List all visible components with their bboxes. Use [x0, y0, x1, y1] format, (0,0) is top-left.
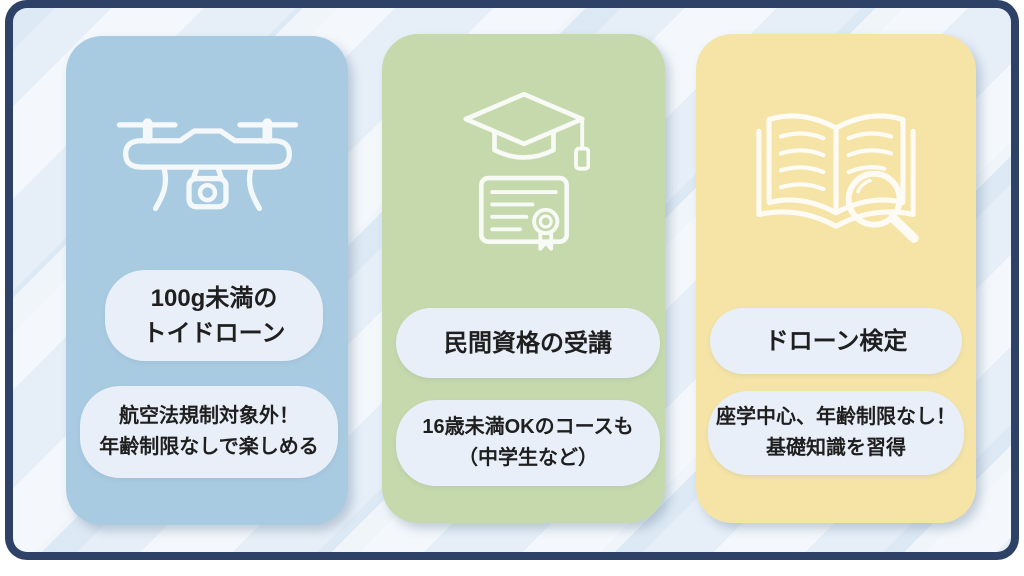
card-title-pill: 民間資格の受講	[396, 308, 660, 378]
card-title: 100g未満の トイドローン	[142, 284, 286, 347]
card-subtitle: 16歳未満OKのコースも （中学生など）	[422, 416, 634, 469]
card-subtitle-pill: 座学中心、年齢制限なし！ 基礎知識を習得	[708, 391, 964, 475]
card-title-pill: ドローン検定	[710, 308, 962, 374]
slide-panel: 100g未満の トイドローン 航空法規制対象外！ 年齢制限なしで楽しめる	[13, 8, 1011, 552]
card-subtitle-pill: 航空法規制対象外！ 年齢制限なしで楽しめる	[80, 386, 338, 478]
card-title: ドローン検定	[764, 327, 908, 355]
card-private-qualification: 民間資格の受講 16歳未満OKのコースも （中学生など）	[382, 34, 665, 523]
graduation-certificate-icon	[382, 88, 665, 251]
card-toy-drone: 100g未満の トイドローン 航空法規制対象外！ 年齢制限なしで楽しめる	[66, 36, 348, 525]
book-magnifier-icon	[696, 94, 976, 251]
card-subtitle: 座学中心、年齢制限なし！ 基礎知識を習得	[716, 406, 956, 459]
card-title: 民間資格の受講	[444, 329, 612, 357]
slide-frame: 100g未満の トイドローン 航空法規制対象外！ 年齢制限なしで楽しめる	[5, 0, 1019, 560]
card-subtitle: 航空法規制対象外！ 年齢制限なしで楽しめる	[99, 405, 319, 458]
card-drone-exam: ドローン検定 座学中心、年齢制限なし！ 基礎知識を習得	[696, 34, 976, 523]
drone-icon	[66, 102, 348, 234]
card-title-pill: 100g未満の トイドローン	[105, 270, 323, 361]
card-subtitle-pill: 16歳未満OKのコースも （中学生など）	[396, 400, 660, 486]
